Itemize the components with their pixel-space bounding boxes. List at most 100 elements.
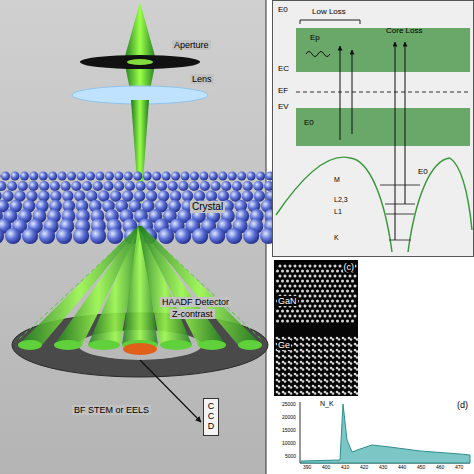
atom-column	[314, 392, 317, 395]
atom-column	[331, 290, 334, 293]
atom-column	[356, 368, 359, 371]
atom-column	[321, 290, 324, 293]
atom-column	[296, 290, 299, 293]
atom-column	[304, 265, 307, 268]
atom-column	[302, 362, 305, 365]
atom-column	[314, 380, 317, 383]
energy-label: E0	[418, 167, 428, 176]
atom-column	[339, 315, 342, 318]
atom-column	[309, 305, 312, 308]
atom-column	[296, 310, 299, 313]
atom-column	[284, 386, 287, 389]
atom-column	[281, 290, 284, 293]
atom-sphere	[124, 172, 133, 181]
atom-column	[332, 392, 335, 395]
atom-column	[326, 344, 329, 347]
atom-column	[296, 270, 299, 273]
atom-column	[299, 275, 302, 278]
atom-column	[350, 338, 353, 341]
atom-column	[341, 300, 344, 303]
atom-column	[356, 374, 359, 377]
atom-column	[286, 270, 289, 273]
atom-column	[326, 300, 329, 303]
part-label: BF STEM or EELS	[72, 405, 151, 415]
atom-column	[326, 374, 329, 377]
atom-column	[338, 386, 341, 389]
panel-letter: (c)	[343, 262, 356, 272]
atom-column	[350, 386, 353, 389]
atom-column	[311, 300, 314, 303]
axis-tick: 470	[455, 465, 463, 471]
shell-label: L1	[334, 208, 342, 216]
atom-column	[306, 270, 309, 273]
edge-label: N_K	[320, 400, 334, 408]
atom-column	[324, 295, 327, 298]
atom-column	[346, 290, 349, 293]
atom-column	[284, 350, 287, 353]
atom-sphere	[105, 172, 114, 181]
atom-column	[281, 310, 284, 313]
atom-column	[336, 290, 339, 293]
atom-column	[354, 285, 357, 288]
atom-column	[311, 290, 314, 293]
atom-sphere	[18, 181, 28, 191]
atom-column	[289, 285, 292, 288]
atom-column	[314, 315, 317, 318]
atom-sphere	[171, 172, 180, 181]
atom-column	[302, 380, 305, 383]
atom-column	[319, 285, 322, 288]
atom-column	[302, 356, 305, 359]
atom-column	[296, 280, 299, 283]
detector-box: CCD	[203, 398, 219, 436]
atom-column	[326, 310, 329, 313]
atom-column	[344, 344, 347, 347]
atom-column	[299, 305, 302, 308]
atom-column	[314, 344, 317, 347]
conduction-band	[296, 28, 470, 72]
atom-column	[319, 305, 322, 308]
atom-column	[356, 344, 359, 347]
atom-column	[326, 290, 329, 293]
atom-column	[339, 275, 342, 278]
atom-column	[289, 265, 292, 268]
atom-column	[278, 362, 281, 365]
atom-sphere	[114, 172, 123, 181]
atom-sphere	[133, 172, 142, 181]
atom-sphere	[218, 172, 227, 181]
atom-sphere	[50, 181, 60, 191]
atom-column	[326, 362, 329, 365]
atom-sphere	[152, 172, 161, 181]
image-panel: (c)GaNGe	[274, 260, 358, 396]
atom-column	[332, 386, 335, 389]
atom-column	[291, 280, 294, 283]
atom-column	[319, 295, 322, 298]
atom-column	[338, 392, 341, 395]
scattered-beam	[18, 226, 142, 345]
atom-column	[329, 305, 332, 308]
atom-column	[284, 392, 287, 395]
atom-column	[314, 285, 317, 288]
atom-sphere	[103, 181, 113, 191]
atom-sphere	[143, 172, 152, 181]
atom-column	[296, 386, 299, 389]
atom-sphere	[58, 172, 67, 181]
ccd-label: CCD	[204, 402, 218, 432]
atom-column	[294, 315, 297, 318]
atom-column	[302, 368, 305, 371]
atom-sphere	[122, 190, 133, 201]
atom-column	[350, 362, 353, 365]
axis-tick: 450	[417, 465, 425, 471]
atom-column	[286, 280, 289, 283]
axis-tick: 5000	[285, 454, 296, 460]
atom-column	[290, 386, 293, 389]
potential-well	[276, 157, 350, 215]
atom-sphere	[48, 172, 57, 181]
atom-column	[338, 380, 341, 383]
atom-column	[296, 320, 299, 323]
image-panel: (d)N_K	[276, 398, 472, 472]
atom-column	[291, 310, 294, 313]
atom-column	[284, 380, 287, 383]
atom-column	[354, 295, 357, 298]
atom-column	[350, 344, 353, 347]
atom-column	[356, 380, 359, 383]
